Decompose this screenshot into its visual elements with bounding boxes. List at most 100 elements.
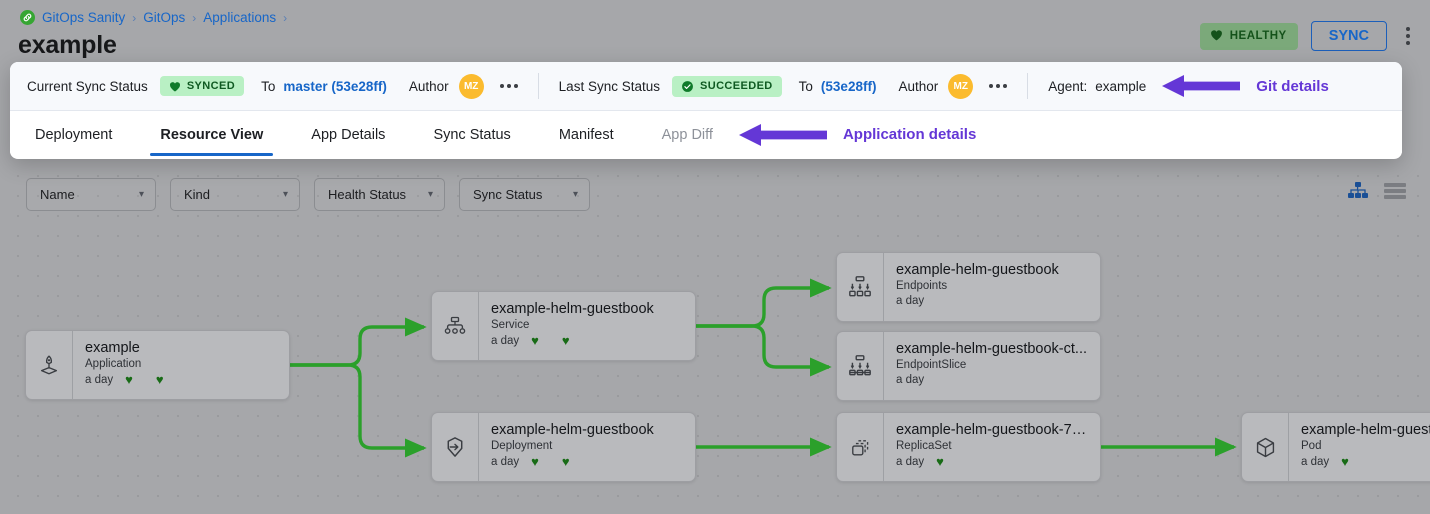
tab-resource-view[interactable]: Resource View bbox=[150, 113, 274, 156]
node-name: example-helm-guestbook bbox=[896, 262, 1059, 278]
node-kind: Service bbox=[491, 319, 530, 331]
divider bbox=[537, 73, 539, 99]
tab-sync-status[interactable]: Sync Status bbox=[433, 127, 511, 143]
sync-heart-icon: ♥ bbox=[561, 333, 570, 348]
left-arrow-annotation-icon bbox=[1162, 75, 1241, 97]
application-details-annotation-label: Application details bbox=[842, 126, 977, 143]
app-details-overlay-panel: Current Sync Status SYNCED To master (53… bbox=[10, 62, 1402, 159]
node-age: a day bbox=[491, 455, 520, 468]
view-toggle-group bbox=[1348, 182, 1406, 205]
tab-manifest[interactable]: Manifest bbox=[558, 127, 614, 143]
filter-name[interactable]: Name ▾ bbox=[26, 178, 156, 211]
pod-icon bbox=[1242, 413, 1289, 481]
breadcrumb-separator: › bbox=[192, 10, 197, 25]
avatar[interactable]: MZ bbox=[948, 73, 974, 99]
node-name: example-helm-guestbook bbox=[491, 301, 654, 317]
node-name: example-helm-guest bbox=[1301, 422, 1430, 438]
health-heart-icon: ♥ bbox=[936, 454, 944, 469]
tab-bar: Deployment Resource View App Details Syn… bbox=[10, 111, 1402, 158]
filter-kind[interactable]: Kind ▾ bbox=[170, 178, 300, 211]
check-circle-icon bbox=[681, 80, 694, 93]
node-kind: Endpoints bbox=[896, 280, 948, 292]
last-sync-status-badge: SUCCEEDED bbox=[671, 75, 782, 97]
node-kind: Pod bbox=[1301, 440, 1322, 452]
breadcrumb-item-gitops[interactable]: GitOps bbox=[143, 10, 186, 25]
agent-value: example bbox=[1095, 78, 1147, 94]
filter-health-status[interactable]: Health Status ▾ bbox=[314, 178, 445, 211]
tab-deployment[interactable]: Deployment bbox=[35, 127, 113, 143]
graph-edges bbox=[290, 278, 1237, 458]
chevron-down-icon: ▾ bbox=[138, 189, 144, 200]
node-age: a day bbox=[85, 373, 114, 386]
graph-node-pod[interactable]: example-helm-guest Pod a day ♥ bbox=[1241, 412, 1430, 482]
node-kind: Deployment bbox=[491, 440, 553, 452]
replicaset-icon bbox=[837, 413, 884, 481]
node-status-icons: ♥ ♥ bbox=[125, 373, 163, 386]
health-heart-icon: ♥ bbox=[1341, 454, 1349, 469]
last-sync-status-label: Last Sync Status bbox=[558, 78, 660, 94]
status-badge-healthy: HEALTHY bbox=[1199, 22, 1298, 50]
tab-app-diff[interactable]: App Diff bbox=[661, 127, 713, 143]
endpointslice-icon bbox=[837, 332, 884, 400]
current-revision-link[interactable]: master (53e28ff) bbox=[283, 78, 387, 94]
page-title: example bbox=[18, 31, 117, 59]
graph-node-replicaset[interactable]: example-helm-guestbook-74... ReplicaSet … bbox=[836, 412, 1101, 482]
breadcrumb: GitOps Sanity › GitOps › Applications › bbox=[20, 10, 287, 25]
chevron-down-icon: ▾ bbox=[282, 189, 288, 200]
health-heart-icon: ♥ bbox=[125, 372, 133, 387]
sync-button[interactable]: SYNC bbox=[1310, 21, 1387, 51]
breadcrumb-separator: › bbox=[283, 10, 288, 25]
node-name: example bbox=[85, 340, 140, 356]
list-view-icon[interactable] bbox=[1384, 182, 1406, 205]
filter-label: Sync Status bbox=[473, 187, 543, 202]
health-heart-icon: ♥ bbox=[531, 454, 539, 469]
current-sync-status-badge: SYNCED bbox=[159, 76, 245, 96]
agent-label: Agent: bbox=[1048, 78, 1088, 94]
node-age: a day bbox=[491, 334, 520, 347]
resource-graph-canvas[interactable]: Name ▾ Kind ▾ Health Status ▾ Sync Statu… bbox=[0, 160, 1430, 514]
health-heart-icon: ♥ bbox=[531, 333, 539, 348]
divider bbox=[1027, 73, 1029, 99]
filter-sync-status[interactable]: Sync Status ▾ bbox=[459, 178, 590, 211]
node-age: a day bbox=[896, 295, 925, 307]
graph-node-application[interactable]: example Application a day ♥ ♥ bbox=[25, 330, 290, 400]
kebab-menu-icon[interactable] bbox=[1400, 23, 1416, 49]
last-overflow-ellipsis-icon[interactable] bbox=[989, 84, 1008, 88]
graph-node-endpoints[interactable]: example-helm-guestbook Endpoints a day bbox=[836, 252, 1101, 322]
application-icon bbox=[26, 331, 73, 399]
chevron-down-icon: ▾ bbox=[427, 189, 433, 200]
git-details-annotation-label: Git details bbox=[1256, 77, 1329, 95]
service-icon bbox=[432, 292, 479, 360]
graph-node-endpointslice[interactable]: example-helm-guestbook-ct... EndpointSli… bbox=[836, 331, 1101, 401]
node-age: a day bbox=[896, 374, 925, 386]
node-status-icons: ♥ bbox=[936, 455, 944, 468]
graph-node-service[interactable]: example-helm-guestbook Service a day ♥ ♥ bbox=[431, 291, 696, 361]
filter-label: Name bbox=[40, 187, 75, 202]
status-badge-label: HEALTHY bbox=[1229, 30, 1287, 42]
sync-heart-icon: ♥ bbox=[561, 454, 570, 469]
current-overflow-ellipsis-icon[interactable] bbox=[499, 84, 518, 88]
current-to-label: To bbox=[261, 78, 276, 94]
node-name: example-helm-guestbook bbox=[491, 422, 654, 438]
badge-label: SYNCED bbox=[186, 80, 236, 92]
deployment-icon bbox=[432, 413, 479, 481]
breadcrumb-item-applications[interactable]: Applications bbox=[203, 10, 277, 25]
node-age: a day bbox=[1301, 455, 1330, 468]
filter-label: Health Status bbox=[328, 187, 407, 202]
filter-label: Kind bbox=[184, 187, 211, 202]
tab-app-details[interactable]: App Details bbox=[311, 127, 386, 143]
current-author-label: Author bbox=[408, 78, 449, 94]
last-revision-link[interactable]: (53e28ff) bbox=[820, 78, 877, 94]
tree-view-icon[interactable] bbox=[1348, 182, 1368, 205]
node-kind: Application bbox=[85, 358, 142, 370]
node-kind: EndpointSlice bbox=[896, 359, 967, 371]
last-to-label: To bbox=[798, 78, 813, 94]
node-age: a day bbox=[896, 455, 925, 468]
heart-icon bbox=[169, 81, 181, 92]
chevron-down-icon: ▾ bbox=[572, 189, 578, 200]
breadcrumb-item-gitops-sanity[interactable]: GitOps Sanity bbox=[42, 10, 126, 25]
gitops-logo-icon bbox=[20, 10, 35, 25]
graph-node-deployment[interactable]: example-helm-guestbook Deployment a day … bbox=[431, 412, 696, 482]
avatar[interactable]: MZ bbox=[458, 73, 484, 99]
header-actions: HEALTHY SYNC bbox=[1199, 21, 1416, 51]
